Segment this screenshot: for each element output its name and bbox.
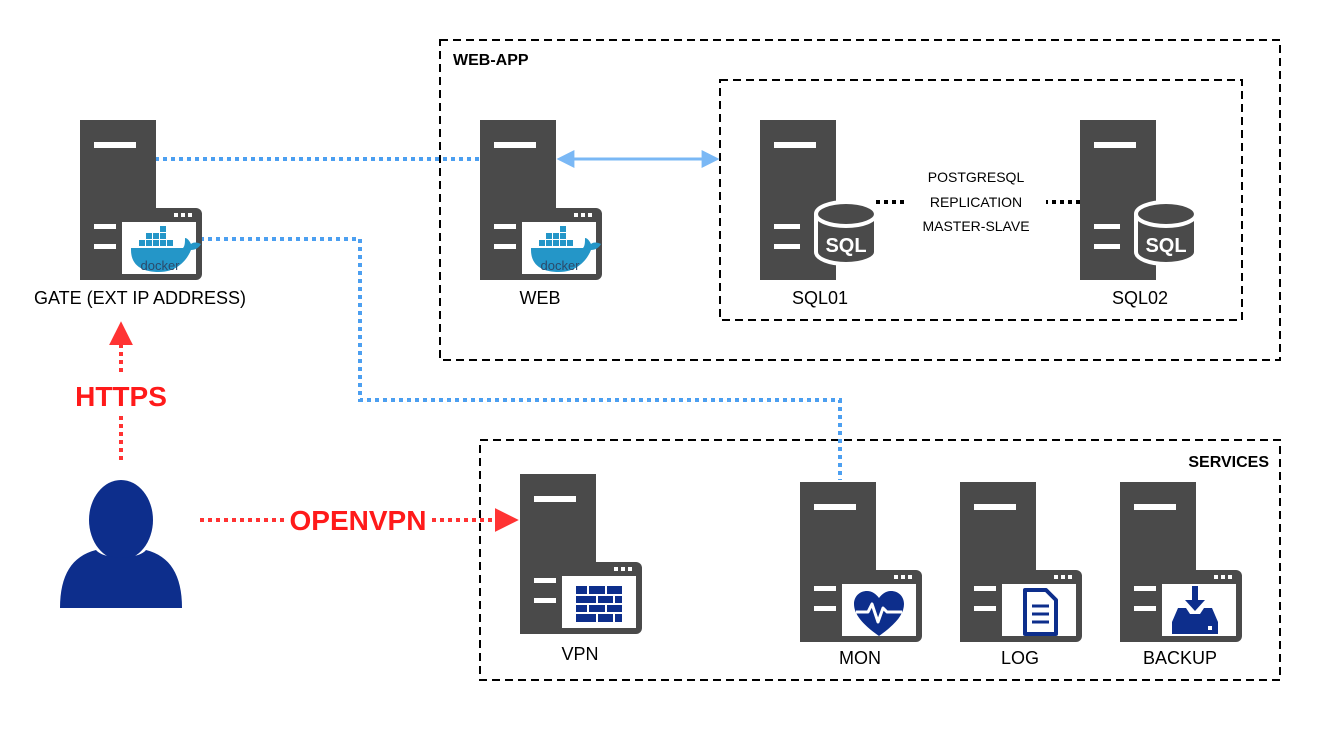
web-docker-label: docker xyxy=(540,258,580,273)
web-app-group-label: WEB-APP xyxy=(453,52,529,69)
gate-label: GATE (EXT IP ADDRESS) xyxy=(34,288,246,308)
gate-docker-label: docker xyxy=(140,258,180,273)
backup-download-icon xyxy=(1172,586,1218,634)
replication-label-line1: POSTGRESQL xyxy=(928,169,1025,185)
web-app-group xyxy=(439,39,1281,361)
replication-label-line2: REPLICATION xyxy=(930,194,1022,210)
mon-server xyxy=(800,482,922,642)
vpn-label: VPN xyxy=(561,644,598,664)
sql01-server: SQL xyxy=(760,120,878,280)
sql02-db-icon-label: SQL xyxy=(1145,235,1186,257)
heart-monitor-icon xyxy=(854,591,904,636)
vpn-server xyxy=(520,474,642,634)
user-icon xyxy=(60,480,182,608)
replication-label-line3: MASTER-SLAVE xyxy=(922,218,1029,234)
gate-server: docker xyxy=(80,120,202,280)
sql02-server: SQL xyxy=(1080,120,1198,280)
gate-to-mon-link xyxy=(200,237,842,480)
sql01-db-icon-label: SQL xyxy=(825,235,866,257)
web-label: WEB xyxy=(519,288,560,308)
openvpn-label: OPENVPN xyxy=(290,505,427,536)
sql01-label: SQL01 xyxy=(792,288,848,308)
log-server xyxy=(960,482,1082,642)
firewall-icon xyxy=(576,586,622,622)
mon-label: MON xyxy=(839,648,881,668)
services-group-label: SERVICES xyxy=(1188,454,1269,471)
log-label: LOG xyxy=(1001,648,1039,668)
sql02-label: SQL02 xyxy=(1112,288,1168,308)
sql-cluster-group xyxy=(719,79,1243,321)
web-server: docker xyxy=(480,120,602,280)
https-label: HTTPS xyxy=(75,381,167,412)
log-file-icon xyxy=(1023,588,1058,636)
backup-label: BACKUP xyxy=(1143,648,1217,668)
backup-server xyxy=(1120,482,1242,642)
